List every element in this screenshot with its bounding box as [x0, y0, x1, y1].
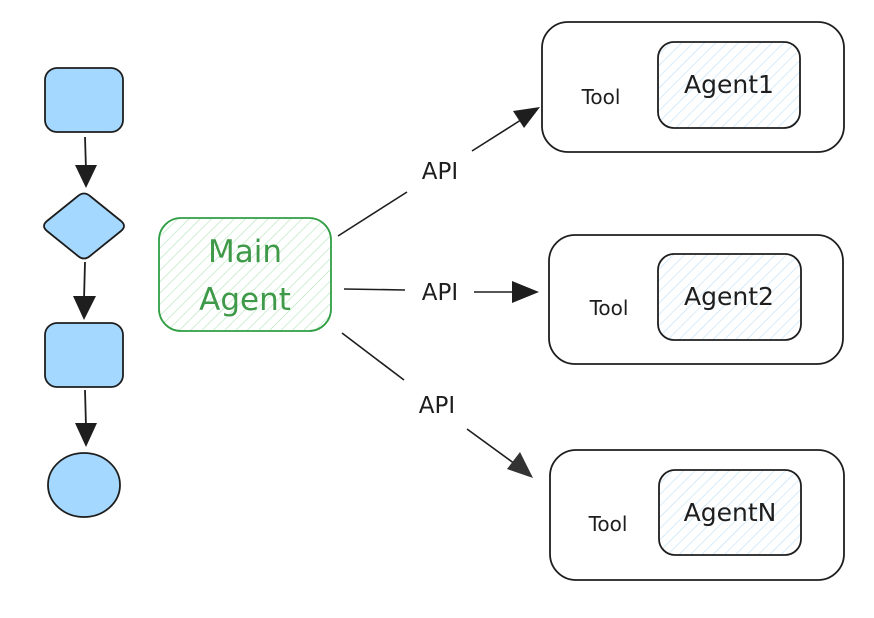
connection-arrowhead — [507, 452, 533, 478]
connection-line — [343, 288, 406, 291]
connection-line — [466, 428, 516, 465]
flow-arrowhead — [75, 165, 97, 188]
flow-start-box — [44, 67, 124, 133]
api-label: API — [419, 393, 455, 419]
connection-line — [337, 191, 408, 237]
connection-arrowhead — [512, 281, 539, 303]
flow-connector — [84, 136, 87, 171]
agent-label: Agent2 — [684, 282, 774, 311]
main-agent-label-line2: Agent — [199, 282, 291, 318]
tool-box-1: Tool Agent1 — [541, 21, 845, 153]
main-agent-label-line1: Main — [208, 234, 282, 270]
connection-2: API — [343, 280, 539, 306]
main-agent-box — [158, 217, 332, 332]
agent-box — [657, 41, 801, 129]
connection-1: API — [337, 107, 540, 237]
agent-box — [657, 253, 802, 341]
flow-connector — [83, 261, 86, 301]
api-label: API — [422, 159, 458, 185]
flow-decision-diamond — [43, 192, 125, 260]
tool-label: Tool — [581, 85, 621, 109]
connection-arrowhead — [513, 107, 540, 128]
main-agent-node: Main Agent — [158, 217, 332, 332]
tool-box-2: Tool Agent2 — [548, 234, 844, 365]
flow-end-circle — [47, 452, 121, 518]
flowchart-group — [43, 67, 125, 518]
connection-line — [341, 332, 405, 381]
flow-arrowhead — [73, 296, 96, 320]
agent-box — [658, 469, 802, 556]
agent-label: AgentN — [684, 498, 777, 527]
connection-3: API — [341, 332, 533, 478]
tool-box-3: Tool AgentN — [549, 449, 845, 581]
flow-connector — [84, 389, 87, 428]
flow-process-box — [44, 322, 124, 388]
tool-label: Tool — [589, 296, 629, 320]
connection-line — [471, 117, 525, 152]
tool-label: Tool — [588, 512, 628, 536]
agent-label: Agent1 — [684, 70, 774, 99]
api-label: API — [422, 280, 458, 306]
flow-arrowhead — [75, 423, 97, 447]
